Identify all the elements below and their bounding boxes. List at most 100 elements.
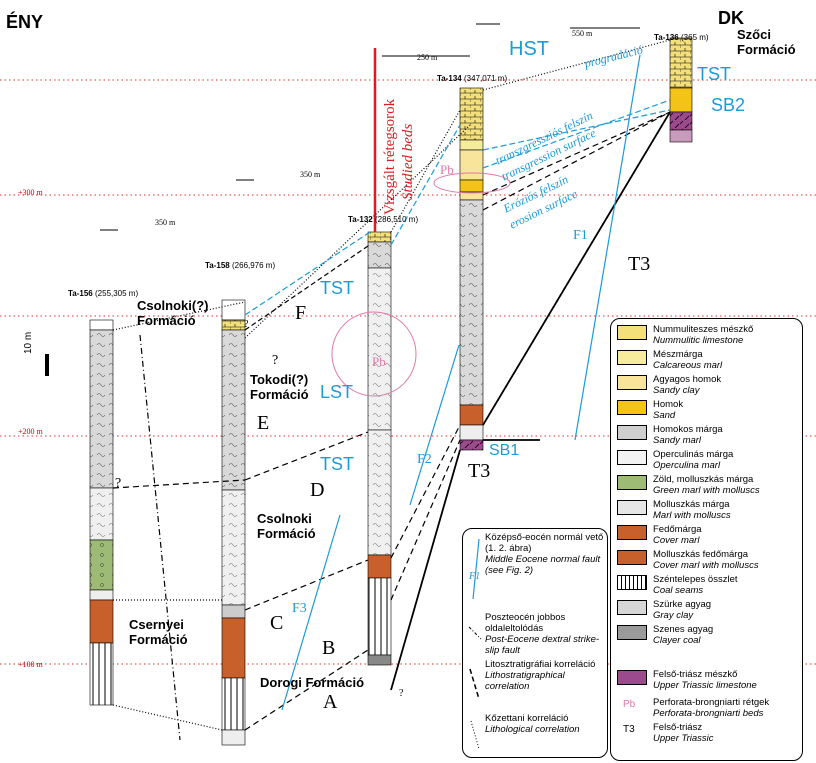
depth-label-300: +300 m <box>18 188 43 197</box>
question-mark-1: ? <box>272 353 279 368</box>
correlation-line-11 <box>482 111 671 426</box>
csolnoki-formation: Csolnoki Formáció <box>257 511 316 541</box>
distance-label-4: 550 m <box>572 29 593 38</box>
well-label-ta156: Ta-156 (255,305 m) <box>68 289 139 298</box>
well-label-ta158: Ta-158 (266,976 m) <box>205 261 276 270</box>
pb-circle-large <box>331 311 417 397</box>
fault-f1-label: F1 <box>573 228 588 243</box>
column-ta158-layer-6 <box>221 677 246 731</box>
cyan-line-3 <box>482 109 671 151</box>
cyan-line-4 <box>482 99 671 169</box>
column-ta136-layer-3 <box>669 129 693 143</box>
nw-direction-label: ÉNY <box>6 12 44 32</box>
column-ta158-layer-5 <box>221 617 246 679</box>
legend-swatch <box>617 525 647 540</box>
correlation-line-10 <box>482 111 671 211</box>
szoci-formation-label: Szőci Formáció <box>737 27 796 57</box>
distance-label-1: 350 m <box>155 218 176 227</box>
t3-label-right: T3 <box>628 253 651 275</box>
column-ta158-layer-3 <box>221 489 246 606</box>
column-ta134-layer-3 <box>459 179 484 193</box>
legend-swatch <box>617 625 647 640</box>
legend-swatch <box>617 400 647 415</box>
column-ta132-layer-5 <box>367 577 392 656</box>
se-direction-label: DK <box>718 8 744 28</box>
cyan-line-2 <box>281 514 341 711</box>
correlation-line-3 <box>244 559 369 611</box>
csernyei-formation: Csernyei Formáció <box>129 617 188 647</box>
studied-beds-en: Studied beds <box>400 123 416 200</box>
column-ta136-layer-2 <box>669 111 693 131</box>
fault-legend-f1-symbol: F1 <box>469 571 481 582</box>
fault-legend: Középső-eocén normál vető (1. 2. ábra) M… <box>462 528 608 758</box>
column-ta132-layer-6 <box>367 654 392 666</box>
correlation-line-5 <box>112 479 246 489</box>
distance-label-2: 350 m <box>300 170 321 179</box>
legend-swatch <box>617 550 647 565</box>
column-ta156-layer-1 <box>89 329 114 489</box>
unit-d: D <box>310 479 325 501</box>
legend-swatch <box>617 600 647 615</box>
column-ta136-layer-1 <box>669 87 693 113</box>
sb1-label: SB1 <box>489 442 520 459</box>
column-ta134-layer-1 <box>459 139 484 151</box>
column-ta158-layer-1 <box>221 319 246 331</box>
correlation-line-17 <box>112 704 223 731</box>
studied-beds-hu: Vizsgált rétegsorok <box>382 98 398 215</box>
column-ta136-layer-0 <box>669 37 693 89</box>
tokodi-formation: Tokodi(?) Formáció <box>250 372 309 402</box>
lst-label: LST <box>320 382 354 402</box>
tst-label-mid: TST <box>320 278 354 298</box>
well-label-ta134: Ta-134 (347,071 m) <box>437 74 508 83</box>
unit-e: E <box>257 412 270 434</box>
correlation-line-7 <box>390 424 461 559</box>
fault-legend-row-4: Kőzettani korreláció Lithological correl… <box>485 713 580 735</box>
column-ta156-layer-4 <box>89 589 114 601</box>
legend-t3-symbol: T3 <box>623 724 635 735</box>
column-ta132-layer-3 <box>367 429 392 556</box>
column-ta158-layer-2 <box>221 329 246 491</box>
pb-label-2: Pb <box>372 354 386 369</box>
csolnoki-q-formation: Csolnoki(?) Formáció <box>137 298 209 328</box>
column-ta158-layer-4 <box>221 604 246 619</box>
column-ta156-layer-0 <box>89 319 114 331</box>
column-ta132-layer-4 <box>367 554 392 579</box>
well-label-ta136: Ta-136 (365 m) <box>654 33 709 42</box>
legend-pb-symbol: Pb <box>623 699 636 710</box>
fault-legend-row-2: Poszteocén jobbos oldaleltolódás Post-Eo… <box>485 612 600 656</box>
legend-swatch <box>617 325 647 340</box>
column-ta134-layer-2 <box>459 149 484 181</box>
correlation-line-18 <box>139 334 181 741</box>
column-ta134-layer-0 <box>459 87 484 141</box>
column-ta134-layer-6 <box>459 404 484 426</box>
column-ta134-layer-5 <box>459 199 484 406</box>
fault-legend-symbols <box>468 538 482 750</box>
depth-label-200: +200 m <box>18 427 43 436</box>
column-ta156-layer-6 <box>89 642 114 706</box>
legend-swatch <box>617 500 647 515</box>
fault-legend-row-1: Középső-eocén normál vető (1. 2. ábra) M… <box>485 532 604 576</box>
correlation-line-0 <box>244 245 369 331</box>
fault-legend-row-3: Litosztratigráfiai korreláció Lithostrat… <box>485 659 596 692</box>
correlation-line-6 <box>244 431 369 481</box>
unit-a: A <box>323 691 338 713</box>
legend-swatch <box>617 350 647 365</box>
sb2-label: SB2 <box>711 95 746 115</box>
column-ta132-layer-2 <box>367 267 392 431</box>
depth-label-100: +100 m <box>18 660 43 669</box>
correlation-line-1 <box>244 124 471 339</box>
fault-f2-label: F2 <box>417 452 432 467</box>
scale-bar <box>45 354 49 376</box>
legend-swatch <box>617 450 647 465</box>
fault-f3-label: F3 <box>292 601 307 616</box>
column-ta156-layer-3 <box>89 539 114 591</box>
correlation-line-8 <box>390 439 461 601</box>
dorogi-formation: Dorogi Formáció <box>260 675 365 690</box>
column-ta158-layer-0 <box>221 299 246 321</box>
column-ta156-layer-2 <box>89 487 114 541</box>
tst-label-low: TST <box>320 454 354 474</box>
column-ta134-layer-7 <box>459 424 484 441</box>
distance-label-3: 250 m <box>417 53 438 62</box>
